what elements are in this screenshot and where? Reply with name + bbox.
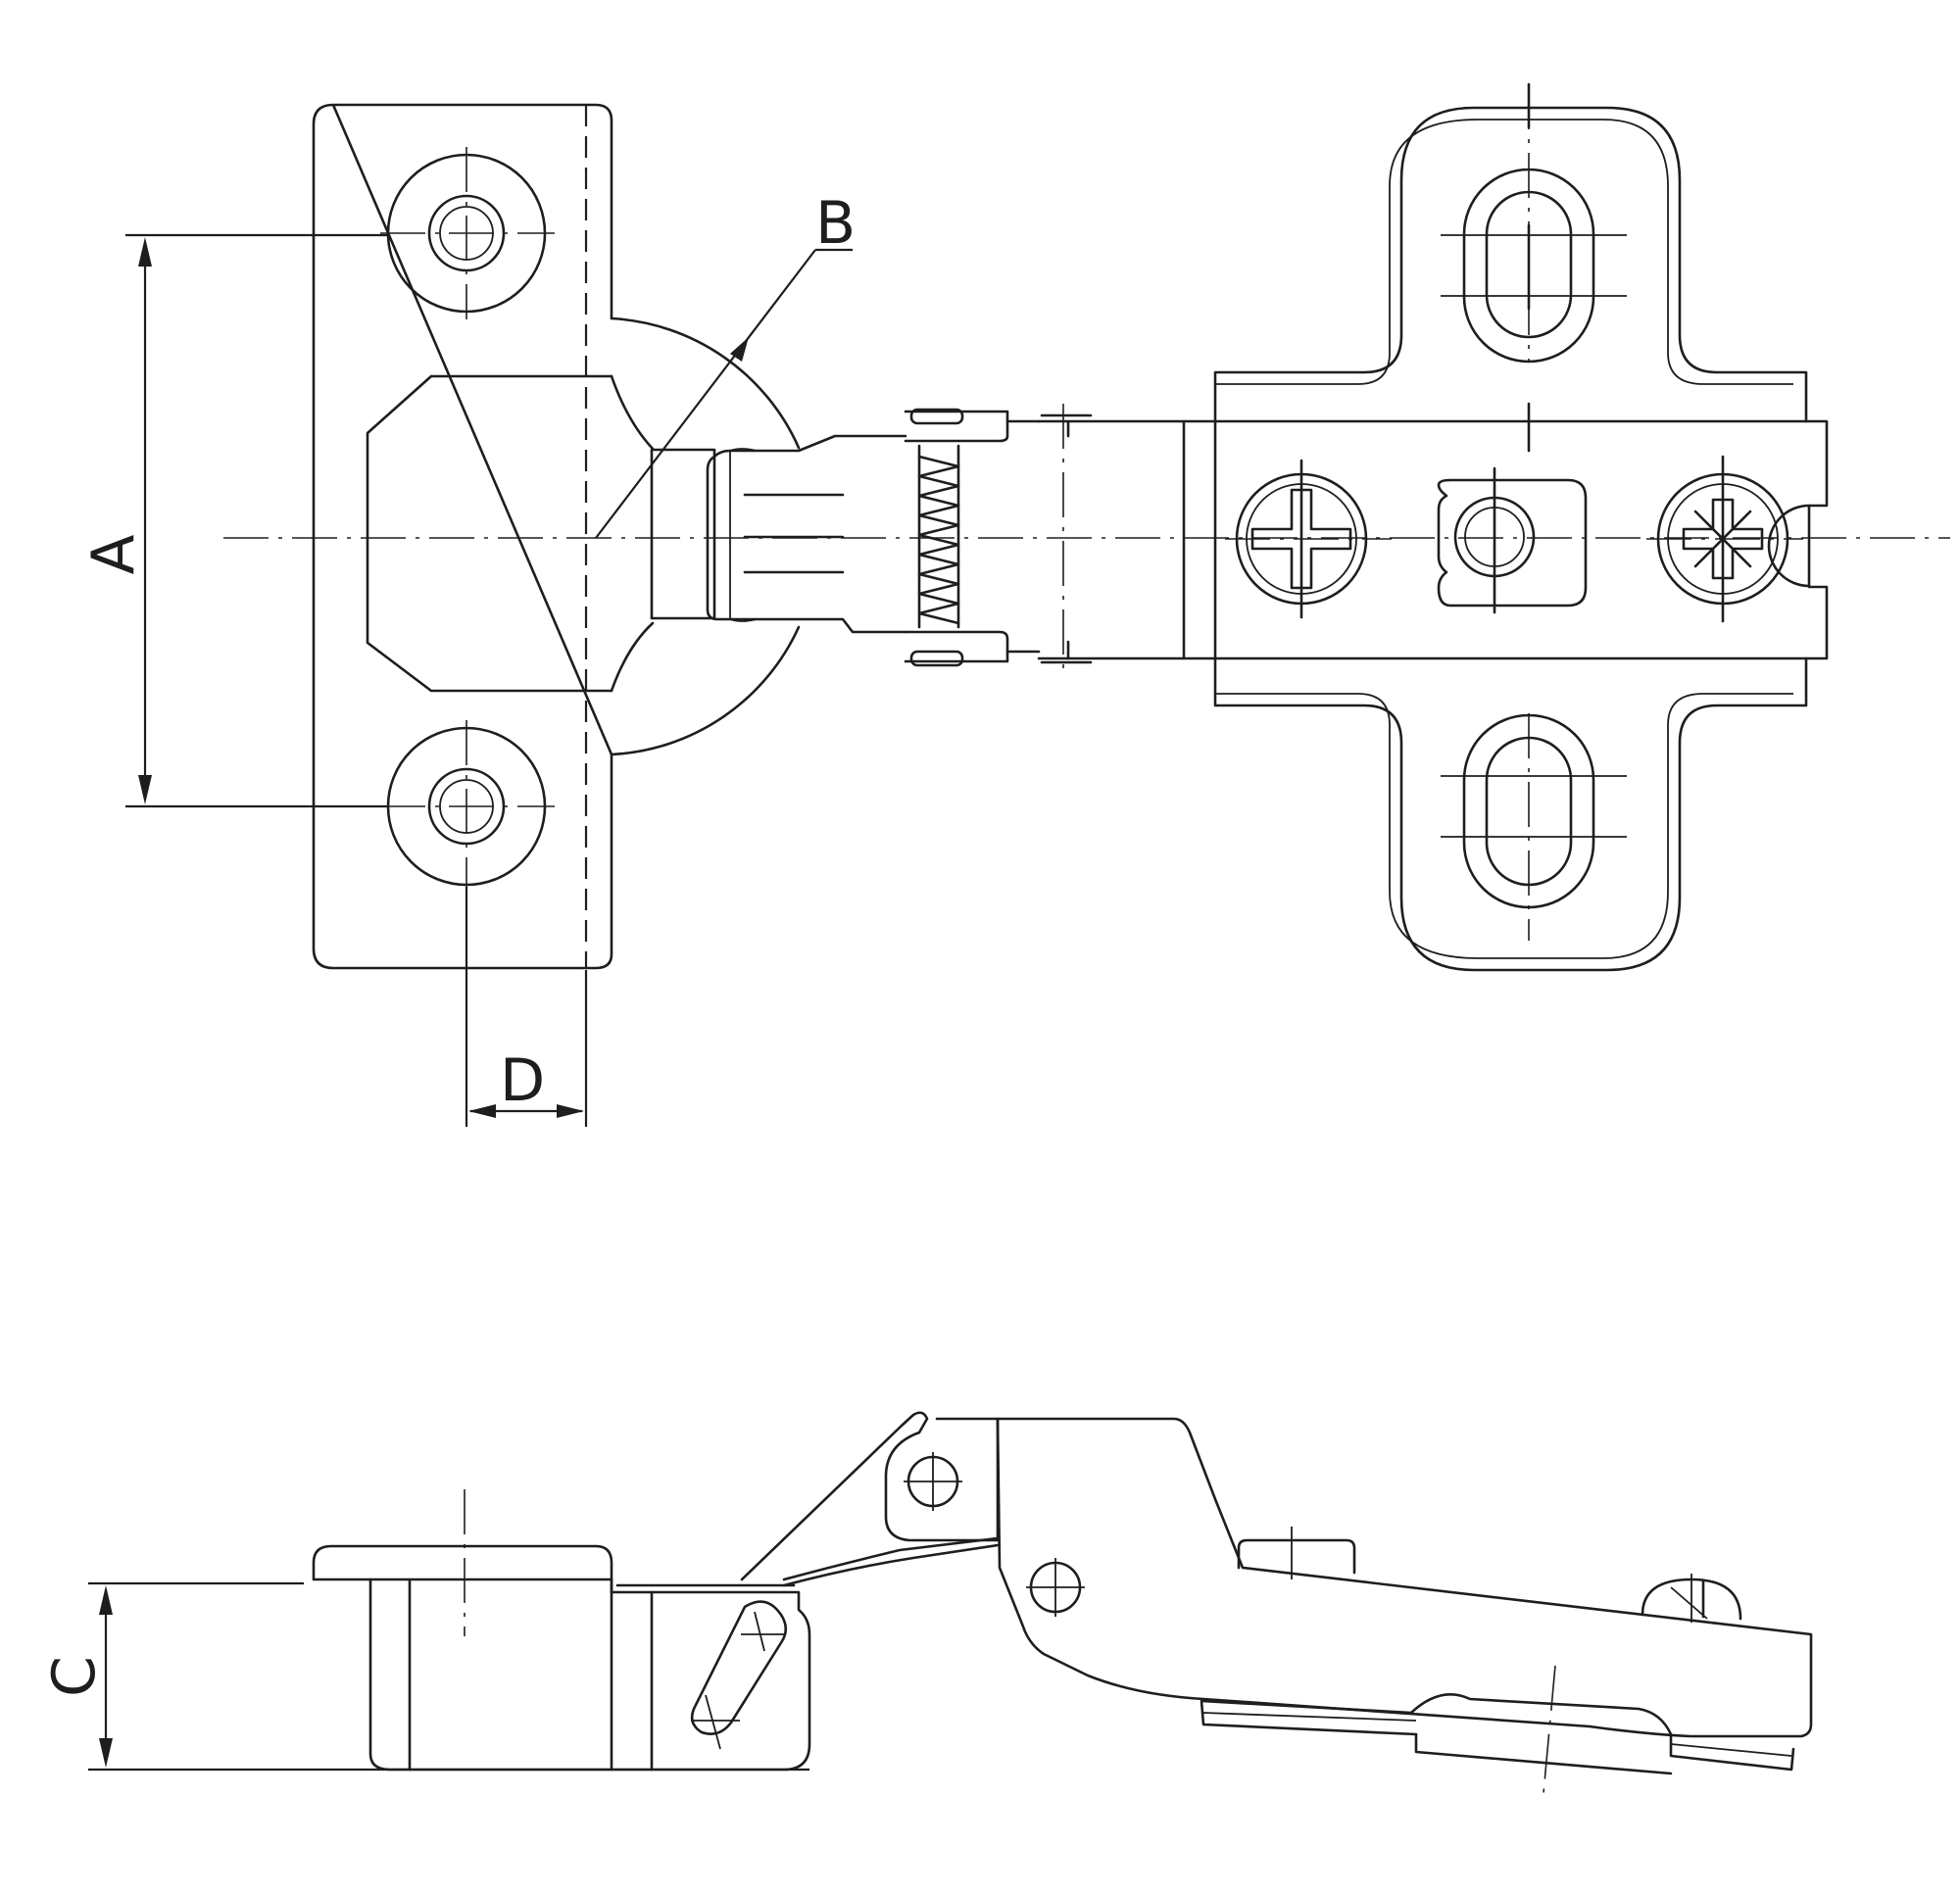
label-a: A [79, 534, 148, 574]
cup-arc-top [610, 316, 801, 450]
label-c: C [40, 1656, 109, 1697]
hinge-arm [650, 434, 907, 634]
hinge-side-view: C [40, 1411, 1813, 1794]
label-d: D [500, 1046, 545, 1115]
screw-hole-top [380, 147, 555, 319]
arm-side [740, 1411, 1000, 1587]
pozidriv-screw-right [1646, 455, 1803, 623]
connector-bar [1037, 404, 1186, 674]
dimension-d [465, 887, 588, 1127]
slot-top [1441, 82, 1627, 364]
slot-bottom [1441, 713, 1627, 941]
mounting-side [996, 1417, 1813, 1738]
mounting-plate [1182, 106, 1829, 972]
screw-hole-bottom [380, 720, 555, 893]
hinge-top-view: A B D [79, 82, 1950, 1127]
cup-recess [366, 374, 613, 693]
dimension-c [88, 1581, 809, 1772]
cam-adjuster [1437, 466, 1588, 614]
cup-arc-bottom [610, 625, 801, 756]
spring-coil [917, 455, 960, 625]
label-b: B [815, 189, 856, 258]
cup-side [312, 1489, 811, 1772]
spring-clip [904, 408, 1041, 667]
cup-slot [690, 1600, 788, 1750]
phillips-screw-left [1225, 459, 1392, 619]
dimension-b [595, 248, 853, 539]
baseplate-side [1200, 1665, 1795, 1794]
cup-plate [312, 103, 801, 970]
dimension-a [125, 233, 387, 808]
